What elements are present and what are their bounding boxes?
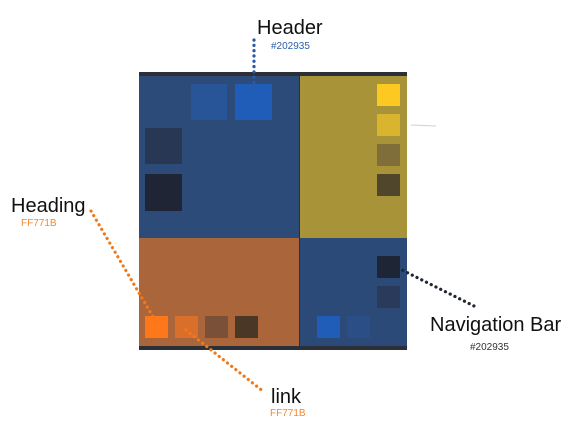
- swatch-nav-1: [377, 256, 400, 278]
- swatch-orange-1: [145, 316, 168, 338]
- swatch-orange-4: [235, 316, 258, 338]
- swatch-gold-1: [377, 84, 400, 106]
- swatch-gold-4: [377, 174, 400, 196]
- swatch-blue-2: [235, 84, 272, 120]
- gold-connector: [410, 124, 437, 127]
- swatch-nav-3: [317, 316, 340, 338]
- swatch-gold-2: [377, 114, 400, 136]
- link-label: link: [271, 386, 302, 408]
- link-code: FF771B: [270, 408, 306, 419]
- header-label: Header: [257, 17, 323, 39]
- swatch-nav-2: [377, 286, 400, 308]
- swatch-orange-3: [205, 316, 228, 338]
- swatch-nav-4: [347, 316, 370, 338]
- navigation-bar-label: Navigation Bar: [430, 314, 562, 336]
- navigation-bar-code: #202935: [470, 342, 509, 353]
- swatch-gold-3: [377, 144, 400, 166]
- swatch-orange-2: [175, 316, 198, 338]
- heading-code: FF771B: [21, 218, 57, 229]
- swatch-blue-4: [145, 174, 182, 211]
- color-palette-board: [139, 72, 407, 350]
- swatch-blue-3: [145, 128, 182, 164]
- navigation-bar-connector: [396, 266, 476, 308]
- heading-label: Heading: [11, 195, 86, 217]
- header-code: #202935: [271, 41, 310, 52]
- swatch-blue-1: [191, 84, 227, 120]
